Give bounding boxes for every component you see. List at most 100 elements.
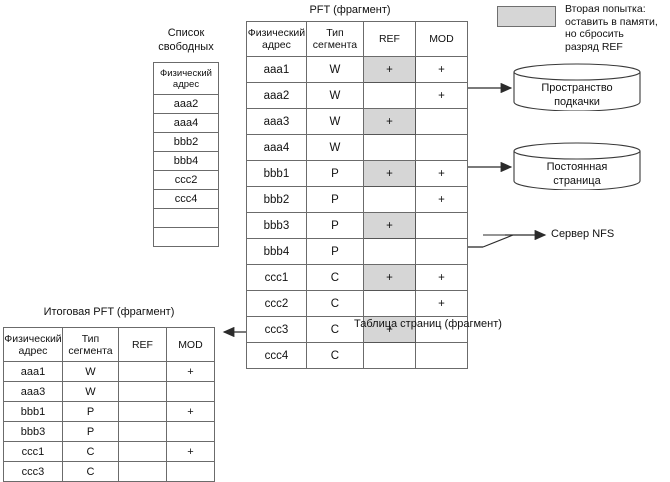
free-list-cell-address — [153, 208, 219, 228]
pft-cell-segment-type: C — [305, 316, 365, 343]
nfs-server-label: Сервер NFS — [551, 228, 615, 240]
pft-col-physical-address: Физический адрес — [246, 21, 307, 57]
free-list-cell-address: aaa2 — [153, 94, 219, 114]
pft-cell-ref: + — [363, 56, 416, 83]
result-pft-title: Итоговая PFT (фрагмент) — [43, 306, 175, 318]
pft-cell-segment-type: C — [305, 342, 365, 369]
result-cell-mod — [165, 421, 216, 442]
legend-line-1: Вторая попытка: — [565, 3, 646, 15]
result-cell-mod: + — [165, 361, 216, 382]
pft-cell-ref — [363, 82, 416, 109]
pft-cell-ref — [363, 238, 416, 265]
free-list-header-row: Физический адрес — [153, 62, 219, 95]
result-cell-segment-type: C — [61, 441, 120, 462]
free-list-col-l1: Физический — [160, 67, 212, 79]
pft-col-segment-type-l1: Тип — [326, 27, 344, 39]
result-cell-mod: + — [165, 441, 216, 462]
pft-cell-address: ccc1 — [246, 264, 307, 291]
pft-cell-ref: + — [363, 160, 416, 187]
pft-cell-mod — [414, 212, 469, 239]
free-list-cell-address: aaa4 — [153, 113, 219, 133]
result-cell-address: bbb3 — [3, 421, 63, 442]
free-list-title-l2: свободных — [158, 41, 214, 53]
pft-col-physical-address-l2: адрес — [261, 39, 291, 51]
free-list-cell-address: bbb4 — [153, 151, 219, 171]
result-col-segment-type-l2: сегмента — [68, 344, 113, 357]
result-cell-ref — [118, 421, 167, 442]
free-list-cell-address: ccc4 — [153, 189, 219, 209]
legend-line-4: разряд REF — [565, 40, 623, 53]
legend-line-3: но сбросить — [565, 28, 624, 40]
free-list-col-physical-address: Физический адрес — [153, 62, 219, 95]
pft-cell-segment-type: C — [305, 290, 365, 317]
pft-cell-segment-type: W — [305, 134, 365, 161]
pft-cell-address: bbb3 — [246, 212, 307, 239]
result-cell-ref — [118, 381, 167, 402]
free-list-title: Список свободных — [140, 26, 232, 54]
pft-cell-segment-type: P — [305, 212, 365, 239]
list-item: aaa4 — [153, 113, 219, 133]
legend-swatch — [497, 6, 556, 27]
pft-table-wrapper: Физический адрес Тип сегмента REF MOD aa… — [246, 21, 469, 369]
pft-cell-ref: + — [363, 316, 416, 343]
list-item: aaa2 — [153, 94, 219, 114]
swap-space-cylinder: Пространство подкачки — [512, 63, 642, 112]
pft-title: PFT (фрагмент) — [309, 4, 391, 16]
result-cell-segment-type: W — [61, 361, 120, 382]
wire-nfs-merge — [482, 234, 514, 248]
result-cell-mod — [165, 461, 216, 482]
free-list-cell-address: bbb2 — [153, 132, 219, 152]
pft-cell-ref: + — [363, 212, 416, 239]
result-cell-ref — [118, 461, 167, 482]
pft-cell-address: bbb1 — [246, 160, 307, 187]
result-cell-segment-type: C — [61, 461, 120, 482]
pft-cell-address: bbb2 — [246, 186, 307, 213]
result-col-ref: REF — [118, 327, 167, 362]
pft-cell-address: aaa3 — [246, 108, 307, 135]
pft-table: Физический адрес Тип сегмента REF MOD aa… — [246, 21, 469, 369]
pft-col-ref: REF — [363, 21, 416, 57]
pft-cell-ref: + — [363, 108, 416, 135]
pft-cell-mod: + — [414, 264, 469, 291]
pft-cell-mod — [414, 134, 469, 161]
result-cell-address: ccc1 — [3, 441, 63, 462]
pft-cell-mod — [414, 238, 469, 265]
pft-cell-ref — [363, 342, 416, 369]
pft-cell-address: ccc2 — [246, 290, 307, 317]
pft-cell-segment-type: P — [305, 160, 365, 187]
pft-cell-mod: + — [414, 290, 469, 317]
permanent-page-cylinder: Постоянная страница — [512, 142, 642, 191]
pft-col-segment-type: Тип сегмента — [305, 21, 365, 57]
result-cell-address: aaa3 — [3, 381, 63, 402]
permanent-page-shape — [513, 142, 641, 191]
pft-cell-ref — [363, 134, 416, 161]
result-col-segment-type: Тип сегмента — [61, 327, 120, 362]
pft-cell-ref — [363, 290, 416, 317]
list-item — [153, 227, 219, 247]
result-col-segment-type-l1: Тип — [81, 332, 100, 345]
pft-col-segment-type-l2: сегмента — [312, 39, 358, 51]
pft-cell-address: aaa4 — [246, 134, 307, 161]
pft-cell-mod: + — [414, 186, 469, 213]
free-list-title-l1: Список — [167, 27, 205, 39]
result-col-physical-address-l2: адрес — [18, 344, 48, 357]
pft-cell-mod — [414, 342, 469, 369]
pft-cell-segment-type: P — [305, 186, 365, 213]
result-cell-ref — [118, 401, 167, 422]
